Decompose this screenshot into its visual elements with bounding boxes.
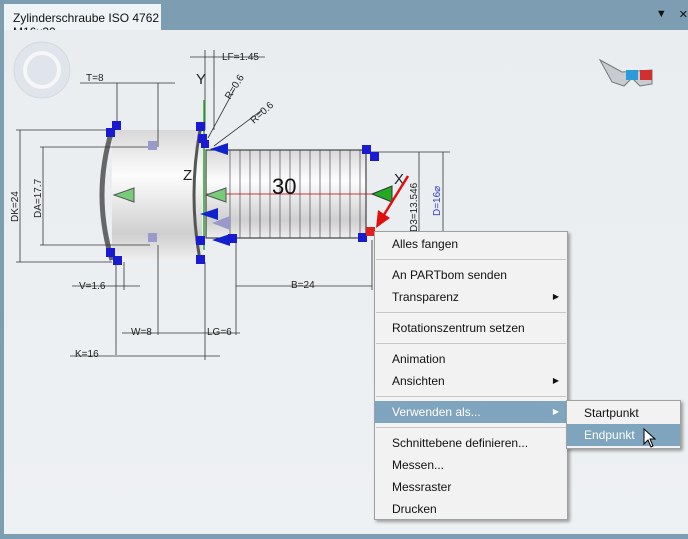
axis-y-label: Y — [196, 71, 206, 88]
dim-da: DA=17.7 — [33, 178, 44, 218]
navigation-cube-icon[interactable] — [13, 41, 71, 99]
3d-glasses-icon[interactable] — [598, 58, 653, 87]
menu-item-alles-fangen[interactable]: Alles fangen — [392, 237, 459, 251]
menu-item-messen[interactable]: Messen... — [392, 458, 445, 472]
dim-r2: R=0.6 — [249, 100, 277, 127]
mouse-cursor-icon — [643, 428, 657, 448]
submenu-arrow-icon: ▶ — [552, 292, 559, 301]
menu-separator — [376, 312, 566, 313]
tab-dropdown-icon[interactable]: ▼ — [655, 8, 667, 20]
submenu-item-endpunkt[interactable]: Endpunkt — [567, 424, 680, 446]
menu-separator — [376, 259, 566, 260]
menu-item-transparenz[interactable]: Transparenz ▶ — [375, 286, 567, 308]
menu-item-label: Verwenden als... — [392, 405, 481, 419]
dim-t: T=8 — [86, 73, 104, 84]
menu-item-animation[interactable]: Animation — [392, 352, 446, 366]
dim-r1: R=0.6 — [223, 73, 247, 102]
dim-w: W=8 — [131, 327, 152, 338]
menu-separator — [376, 427, 566, 428]
dim-lf: LF=1.45 — [222, 52, 259, 63]
submenu-verwenden-als: Startpunkt Endpunkt — [566, 400, 681, 449]
menu-item-verwenden-als[interactable]: Verwenden als... ▶ — [375, 401, 567, 423]
snap-handles[interactable] — [106, 121, 379, 265]
length-label: 30 — [272, 174, 296, 199]
dim-d: D=16⌀ — [432, 186, 443, 216]
submenu-arrow-icon: ▶ — [552, 376, 559, 385]
dim-dk: DK=24 — [10, 191, 21, 222]
dim-v: V=1.6 — [79, 281, 106, 292]
selected-point[interactable] — [366, 227, 375, 236]
dim-k: K=16 — [75, 349, 99, 360]
submenu-arrow-icon: ▶ — [552, 407, 559, 416]
dim-d3: D3=13.546 — [409, 182, 420, 232]
menu-item-label: Ansichten — [392, 374, 445, 388]
tab-bar: Zylinderschraube ISO 4762 M16x30 ▼ ✕ — [0, 0, 688, 39]
menu-separator — [376, 343, 566, 344]
menu-item-drucken[interactable]: Drucken — [392, 502, 437, 516]
axis-arrows — [112, 100, 393, 250]
red-arrow — [376, 175, 410, 228]
context-menu: Alles fangen An PARTbom senden Transpare… — [374, 231, 568, 520]
submenu-item-startpunkt[interactable]: Startpunkt — [584, 406, 639, 420]
menu-item-rotationszentrum[interactable]: Rotationszentrum setzen — [392, 321, 525, 335]
screw-drawing: LF=1.45 T=8 R=0.6 R=0.6 DK=24 DA=17.7 V=… — [10, 41, 653, 360]
menu-item-label: Transparenz — [392, 290, 459, 304]
document-tab[interactable]: Zylinderschraube ISO 4762 M16x30 — [4, 4, 161, 39]
menu-item-messraster[interactable]: Messraster — [392, 480, 452, 494]
axis-x-label: X — [394, 171, 404, 188]
dim-b: B=24 — [291, 280, 315, 291]
3d-viewport[interactable]: LF=1.45 T=8 R=0.6 R=0.6 DK=24 DA=17.7 V=… — [4, 30, 688, 534]
menu-separator — [376, 396, 566, 397]
menu-item-schnittebene[interactable]: Schnittebene definieren... — [392, 436, 529, 450]
menu-item-partbom-senden[interactable]: An PARTbom senden — [392, 268, 507, 282]
menu-item-ansichten[interactable]: Ansichten ▶ — [375, 370, 567, 392]
close-icon[interactable]: ✕ — [678, 9, 688, 21]
axis-z-label: Z — [183, 167, 192, 184]
dim-lg: LG=6 — [207, 327, 232, 338]
